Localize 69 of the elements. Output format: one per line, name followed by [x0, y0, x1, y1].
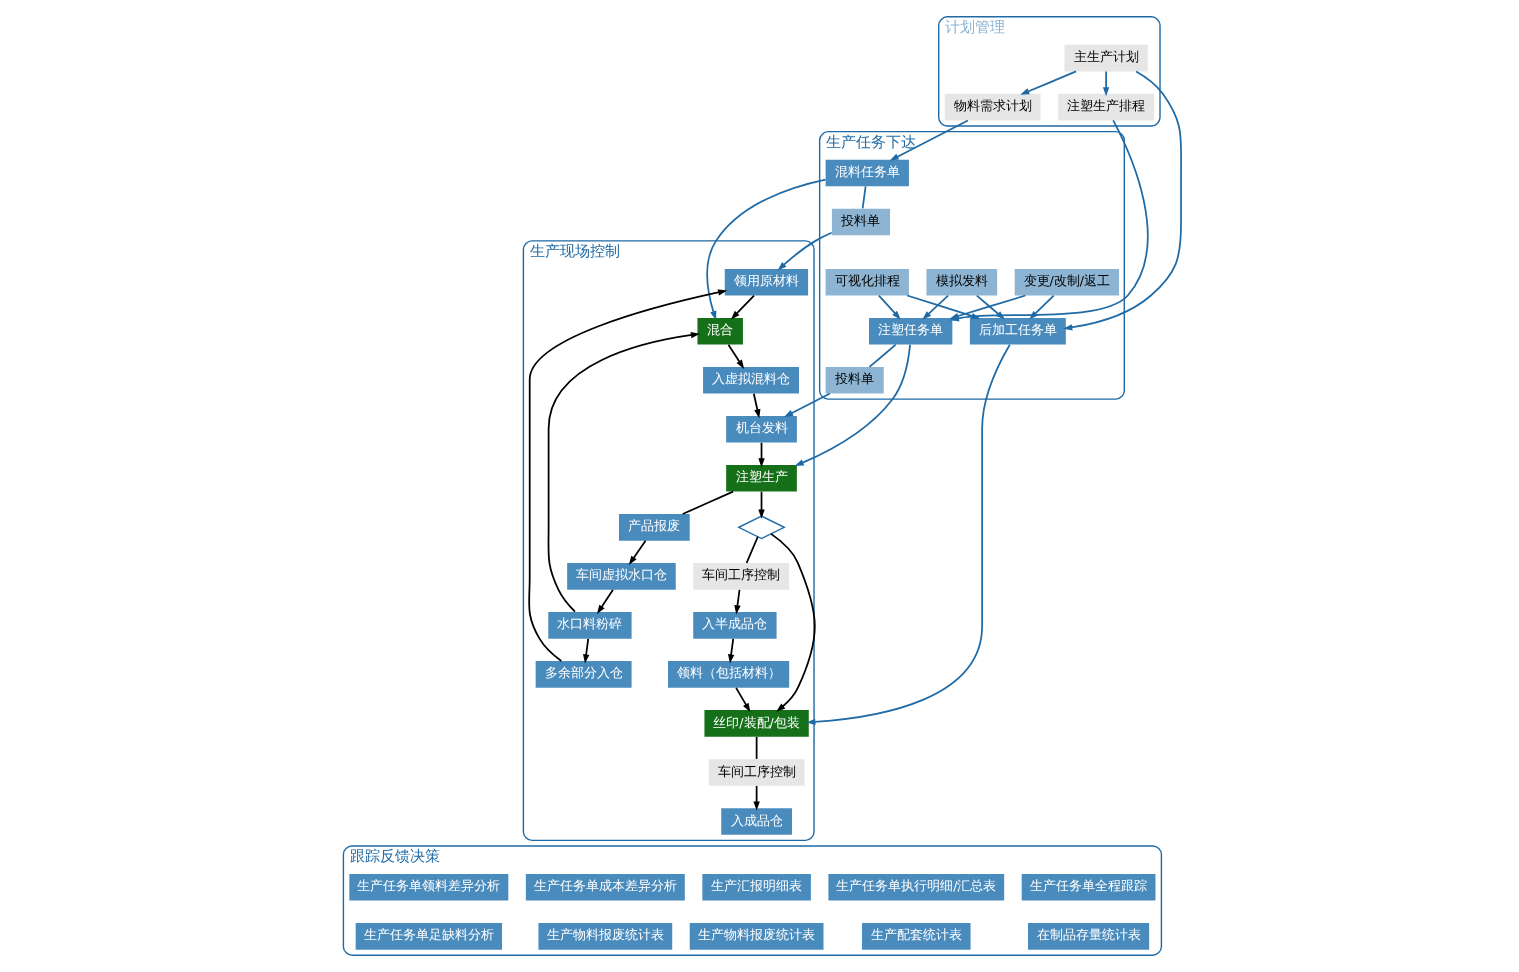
node-box: 车间工序控制 [708, 759, 805, 786]
arrow [583, 637, 590, 664]
node-box: 生产物料报废统计表 [538, 923, 673, 950]
node-box: 注塑生产排程 [1058, 93, 1155, 121]
arrow [727, 637, 735, 664]
connector [861, 185, 867, 210]
node-box: 生产任务单成本差异分析 [525, 874, 685, 901]
node-box: 生产物料报废统计表 [689, 923, 824, 950]
node-box: 注塑任务单 [869, 317, 953, 345]
node-box: 变更/改制/返工 [1014, 268, 1120, 296]
node-diamond [737, 515, 786, 540]
node-box: 车间虚拟水口仓 [567, 563, 676, 590]
arrow [878, 294, 901, 320]
node-box: 生产配套统计表 [862, 923, 971, 950]
node-box: 车间工序控制 [693, 563, 790, 590]
node-box: 模拟发料 [926, 268, 998, 296]
node-box: 入半成品仓 [693, 612, 777, 639]
arrow [706, 178, 827, 321]
node-box: 生产任务单全程跟踪 [1021, 874, 1156, 901]
node-box: 混料任务单 [825, 159, 909, 187]
arrow [1063, 70, 1182, 331]
arrow [596, 588, 614, 615]
node-box: 生产任务单执行明细/汇总表 [828, 874, 1005, 901]
arrow [889, 119, 969, 161]
arrow [777, 231, 833, 271]
arrow [752, 392, 761, 419]
node-box: 可视化排程 [825, 268, 909, 296]
arrow [1029, 294, 1055, 320]
node-box: 在制品存量统计表 [1028, 923, 1150, 950]
arrow [922, 294, 949, 320]
node-box: 生产任务单足缺料分析 [355, 923, 503, 950]
connector [745, 535, 759, 564]
arrow [906, 294, 981, 319]
node-box: 水口料粉碎 [548, 612, 632, 639]
arrow [1020, 70, 1077, 95]
node-box: 投料单 [831, 208, 891, 236]
node-box: 后加工任务单 [969, 317, 1066, 345]
arrow [735, 687, 751, 713]
arrow [528, 289, 728, 662]
connector [755, 736, 758, 760]
arrow [734, 588, 741, 615]
connector [681, 490, 734, 515]
arrow [730, 294, 755, 320]
node-box: 入虚拟混料仓 [703, 366, 799, 394]
arrow [547, 331, 701, 613]
arrow [1102, 70, 1110, 97]
node-box: 入成品仓 [721, 808, 792, 835]
arrow [758, 490, 765, 519]
arrow [784, 392, 831, 418]
node-box: 机台发料 [726, 415, 797, 443]
node-box: 物料需求计划 [944, 93, 1041, 121]
arrow [794, 343, 911, 467]
node-box: 混合 [697, 317, 743, 345]
arrow [975, 294, 1005, 320]
arrow [806, 343, 1011, 726]
node-box: 领用原材料 [724, 268, 809, 296]
node-box: 生产汇报明细表 [702, 874, 811, 901]
node-box: 丝印/装配/包装 [704, 710, 809, 737]
node-box: 多余部分入仓 [535, 661, 632, 688]
node-box: 领料（包括材料） [668, 661, 790, 688]
arrow [770, 533, 816, 712]
node-box: 产品报废 [619, 514, 690, 541]
node-box: 投料单 [825, 366, 884, 394]
node-box: 主生产计划 [1064, 44, 1148, 72]
node-box: 生产任务单领料差异分析 [349, 874, 509, 901]
node-box: 注塑生产 [726, 465, 797, 492]
arrow [628, 539, 647, 566]
arrow [727, 343, 745, 369]
connector [868, 343, 897, 368]
